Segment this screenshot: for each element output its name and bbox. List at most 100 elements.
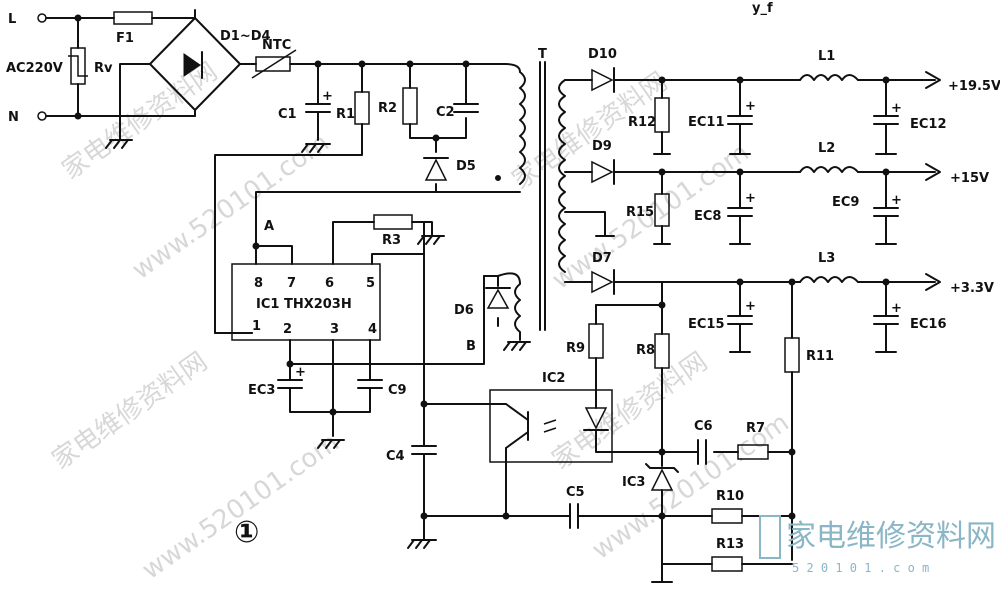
ic1-body [231, 263, 381, 341]
figure-number: ① [234, 515, 259, 550]
label-d10: D10 [588, 47, 617, 62]
label-r2: R2 [378, 101, 397, 116]
varistor-rv [70, 47, 86, 85]
diode-d6 [486, 288, 510, 309]
ec8-plus: + [745, 191, 756, 206]
ic1-pin2: 2 [283, 322, 292, 337]
watermark-logo [759, 515, 781, 559]
r15-wire [653, 171, 671, 245]
arrow-out3 [925, 273, 941, 291]
top-mark: y_f [752, 1, 773, 16]
capacitor-ec16 [873, 281, 899, 353]
resistor-r10 [711, 508, 743, 524]
opto-led-wire [583, 389, 663, 453]
label-d7: D7 [592, 251, 612, 266]
watermark-cn: 家电维修资料网 [786, 519, 996, 554]
inductor-l3 [799, 276, 859, 283]
ec3-plus: + [295, 365, 306, 380]
label-c1: C1 [278, 107, 297, 122]
label-r15: R15 [626, 205, 654, 220]
resistor-r7 [737, 444, 769, 460]
label-r12: R12 [628, 115, 656, 130]
resistor-r9 [588, 323, 604, 359]
label-ec15: EC15 [688, 317, 725, 332]
output-15v: +15V [950, 171, 989, 186]
capacitor-ec12 [873, 79, 899, 155]
capacitor-c6 [697, 439, 707, 465]
label-r7: R7 [746, 421, 765, 436]
label-c9: C9 [388, 383, 407, 398]
label-ic3: IC3 [622, 475, 645, 490]
ic1-pin4: 4 [368, 322, 377, 337]
capacitor-ec15 [727, 281, 753, 353]
resistor-r15 [654, 193, 670, 227]
watermark-diagonal-text: 家电维修资料网 [547, 347, 713, 476]
label-rv: Rv [94, 61, 113, 76]
junction-dot [74, 14, 82, 22]
secondary-taps [564, 79, 606, 283]
watermark-diagonal-text: www.520101.com [137, 428, 345, 586]
polarity-dot [495, 175, 501, 181]
label-l2: L2 [818, 141, 835, 156]
terminal-l [37, 13, 47, 23]
arrow-out2 [925, 163, 941, 181]
label-ec8: EC8 [694, 209, 721, 224]
diode-d5 [424, 158, 448, 181]
label-c5: C5 [566, 485, 585, 500]
label-d9: D9 [592, 139, 612, 154]
ic1-pin1: 1 [252, 319, 261, 334]
label-r9: R9 [566, 341, 585, 356]
junction-dot [329, 408, 337, 416]
watermark-diagonal-text: 家电维修资料网 [507, 67, 673, 196]
opto-transistor-leads [423, 403, 507, 517]
label-r10: R10 [716, 489, 744, 504]
ic1-pin6: 6 [325, 276, 334, 291]
transformer-secondary [558, 79, 566, 273]
label-r13: R13 [716, 537, 744, 552]
arrow-out1 [925, 71, 941, 89]
label-ec3: EC3 [248, 383, 275, 398]
label-ec9: EC9 [832, 195, 859, 210]
output-3v3: +3.3V [950, 281, 994, 296]
label-l1: L1 [818, 49, 835, 64]
label-transformer: T [538, 47, 547, 62]
ec9-plus: + [891, 193, 902, 208]
terminal-n [37, 111, 47, 121]
watermark-diagonal-text: 家电维修资料网 [47, 347, 213, 476]
watermark-domain: 5 2 0 1 0 1 . c o m [792, 561, 929, 575]
resistor-r11 [784, 337, 800, 373]
optocoupler-ic2 [489, 389, 613, 463]
label-ac-voltage: AC220V [6, 61, 63, 76]
node-a-wire [255, 191, 506, 265]
primary-leads [504, 63, 521, 193]
ground-symbol [301, 143, 331, 153]
label-d6: D6 [454, 303, 474, 318]
junction-dot [74, 112, 82, 120]
label-line: L [8, 12, 16, 27]
d6-wire [483, 275, 499, 327]
capacitor-c4 [411, 221, 437, 541]
label-f1: F1 [116, 31, 134, 46]
label-c4: C4 [386, 449, 405, 464]
label-r3: R3 [382, 233, 401, 248]
diode-d10 [591, 68, 614, 92]
label-bridge: D1~D4 [220, 29, 271, 44]
capacitor-ec11 [727, 79, 753, 155]
ec15-plus: + [745, 299, 756, 314]
ic1-pin5: 5 [366, 276, 375, 291]
opto-transistor [505, 403, 529, 449]
diode-d7 [591, 270, 614, 294]
transformer-primary [519, 71, 526, 185]
node-a: A [264, 219, 274, 234]
label-ic2: IC2 [542, 371, 565, 386]
transformer-core [539, 61, 546, 331]
diode-d9 [591, 160, 614, 184]
c1-plus: + [322, 89, 333, 104]
ic1-label: IC1 THX203H [256, 297, 352, 312]
label-c2: C2 [436, 105, 455, 120]
snubber-wire [409, 63, 467, 139]
resistor-r13 [711, 556, 743, 572]
capacitor-c5 [569, 503, 579, 529]
auxiliary-winding [497, 272, 521, 341]
r12-wire [653, 79, 671, 155]
